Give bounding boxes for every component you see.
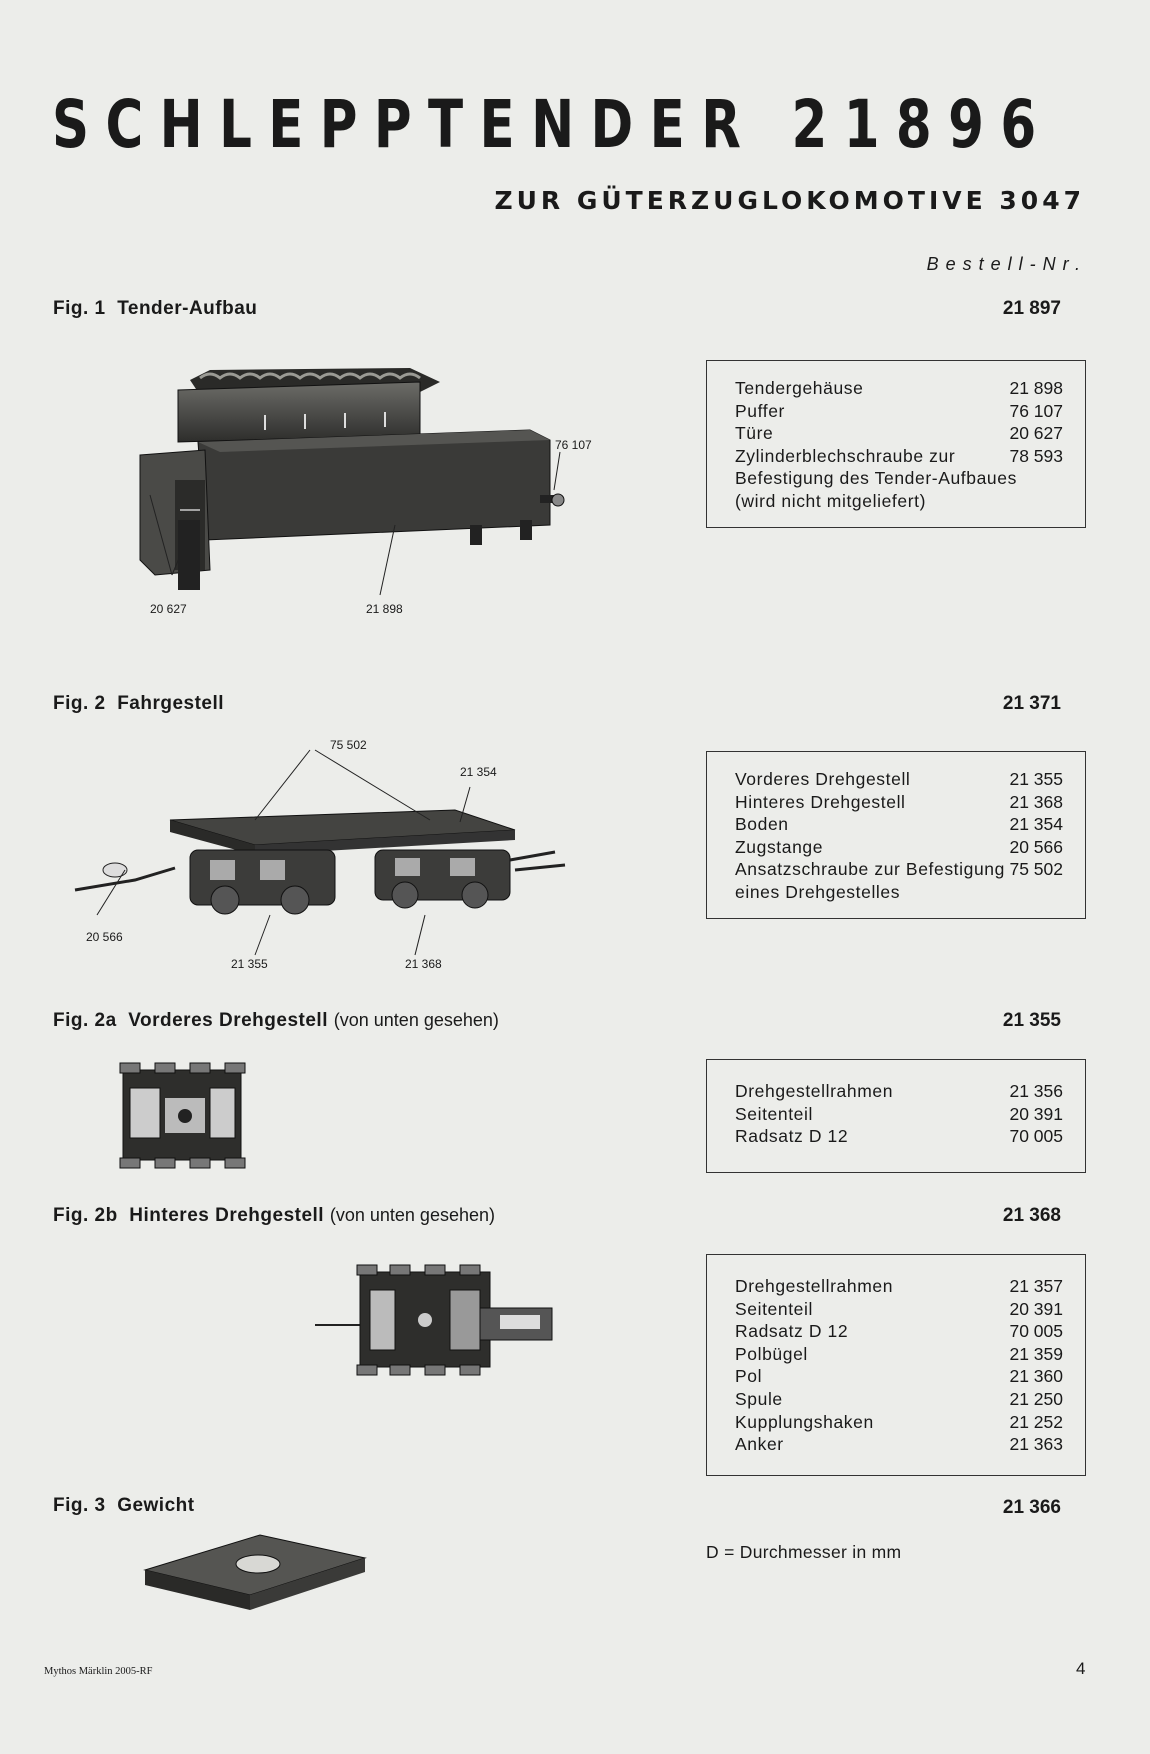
callout-76107: 76 107 xyxy=(555,438,592,452)
part-row: eines Drehgestelles xyxy=(735,881,901,902)
fig2b-heading: Fig. 2b Hinteres Drehgestell (von unten … xyxy=(53,1205,495,1227)
page-subtitle: ZUR GÜTERZUGLOKOMOTIVE 3047 xyxy=(494,186,1085,215)
fig1-number: 21 897 xyxy=(1002,298,1061,319)
order-number-label: Bestell-Nr. xyxy=(926,254,1087,274)
callout-21368: 21 368 xyxy=(405,957,442,971)
fig2a-name: Vorderes Drehgestell xyxy=(128,1010,328,1031)
footer-source: Mythos Märklin 2005-RF xyxy=(44,1666,153,1677)
fig2-heading: Fig. 2 Fahrgestell xyxy=(53,693,224,715)
fig1-name: Tender-Aufbau xyxy=(117,298,258,319)
rear-bogie-illustration xyxy=(315,1264,553,1376)
callout-21355: 21 355 xyxy=(231,957,268,971)
fig3-number: 21 366 xyxy=(1002,1497,1061,1518)
fig2b-note: (von unten gesehen) xyxy=(329,1205,495,1225)
callout-20566: 20 566 xyxy=(86,930,123,944)
page-title: SCHLEPPTENDER 21896 xyxy=(52,86,1053,163)
fig2a-label: Fig. 2a xyxy=(53,1010,117,1031)
fig2b-number: 21 368 xyxy=(1002,1205,1061,1226)
fig1-label: Fig. 1 xyxy=(53,298,106,319)
legend-note: D = Durchmesser in mm xyxy=(706,1542,902,1562)
part-row: (wird nicht mitgeliefert) xyxy=(735,490,927,511)
fig2-label: Fig. 2 xyxy=(53,693,106,714)
fig2b-label: Fig. 2b xyxy=(53,1205,118,1226)
weight-illustration xyxy=(143,1534,367,1610)
front-bogie-illustration xyxy=(119,1062,246,1169)
fig3-heading: Fig. 3 Gewicht xyxy=(53,1495,195,1517)
fig2a-note: (von unten gesehen) xyxy=(333,1010,499,1030)
fig3-label: Fig. 3 xyxy=(53,1495,106,1516)
fig2-number: 21 371 xyxy=(1002,693,1061,714)
part-row: Befestigung des Tender-Aufbaues xyxy=(735,468,1017,489)
fig3-name: Gewicht xyxy=(117,1495,195,1516)
fig2a-number: 21 355 xyxy=(1002,1010,1061,1031)
chassis-illustration xyxy=(74,749,566,956)
callout-20627: 20 627 xyxy=(150,602,187,616)
fig2-name: Fahrgestell xyxy=(117,693,225,714)
callout-75502: 75 502 xyxy=(330,738,367,752)
fig2a-heading: Fig. 2a Vorderes Drehgestell (von unten … xyxy=(53,1010,499,1032)
fig1-heading: Fig. 1 Tender-Aufbau xyxy=(53,298,257,320)
page-number: 4 xyxy=(1076,1659,1086,1678)
fig2b-name: Hinteres Drehgestell xyxy=(129,1205,325,1226)
callout-21354: 21 354 xyxy=(460,765,497,779)
tender-body-illustration xyxy=(139,368,565,596)
callout-21898: 21 898 xyxy=(366,602,403,616)
